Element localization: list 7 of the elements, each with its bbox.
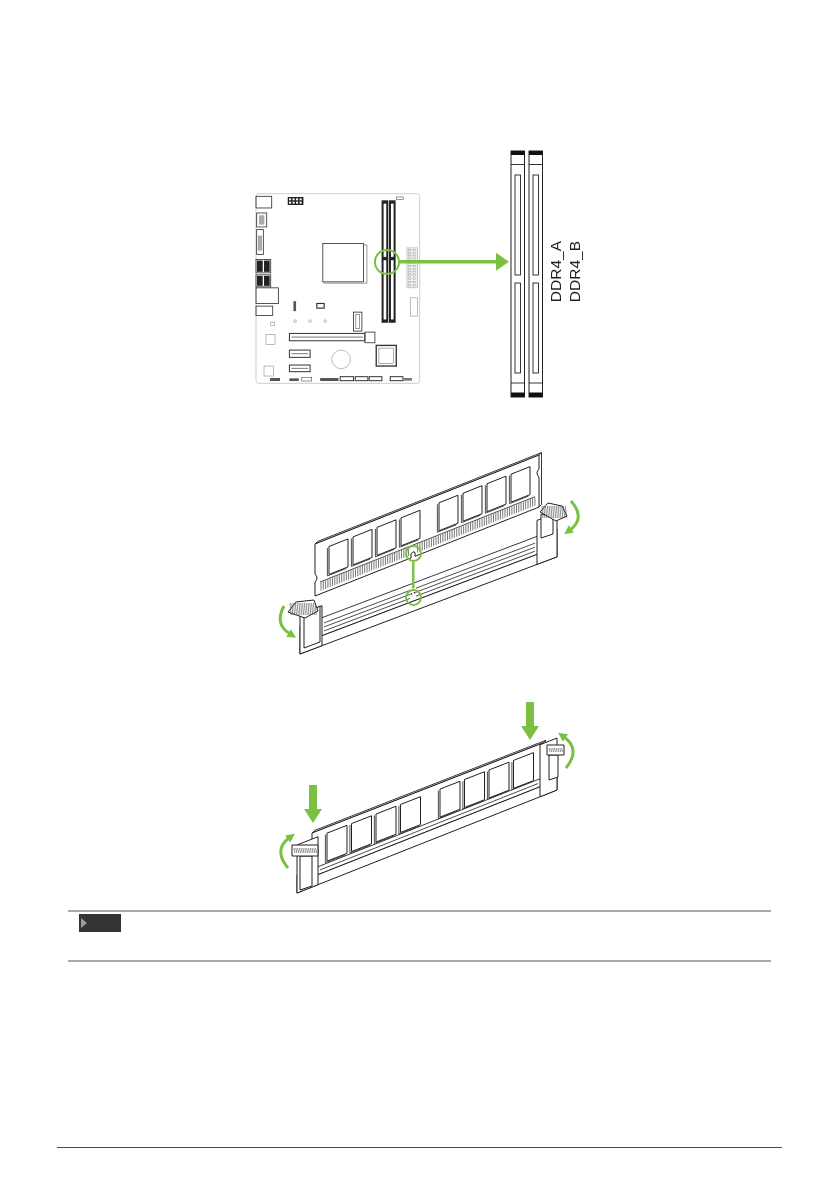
highlight-circle [374, 249, 400, 275]
highlight-circle [404, 588, 422, 606]
arrow [399, 252, 509, 271]
slot-label: DDR4_A [548, 241, 564, 303]
slot-label: DDR4_B [566, 241, 582, 303]
highlight-circle [404, 544, 422, 562]
connector-line [412, 562, 415, 589]
